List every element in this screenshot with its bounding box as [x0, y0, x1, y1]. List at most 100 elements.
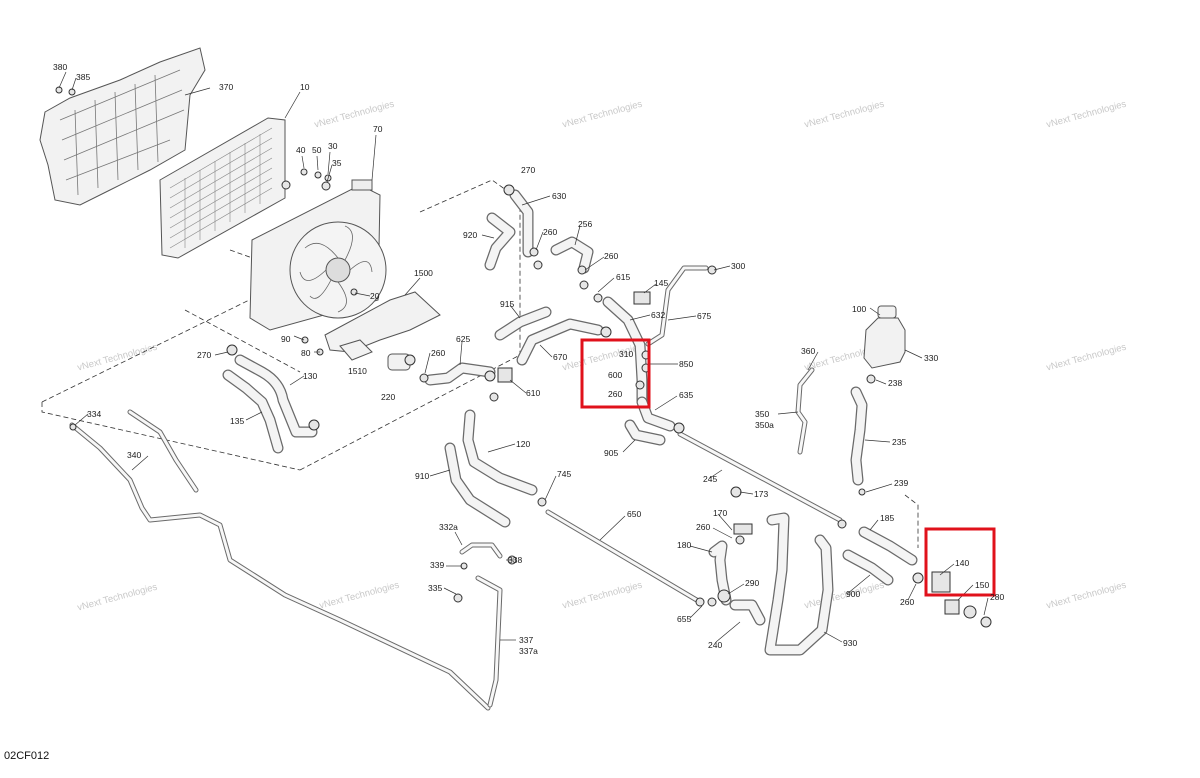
callout-920[interactable]: 920	[463, 230, 477, 240]
assembly-guide-lines	[41, 179, 919, 548]
callout-635[interactable]: 635	[679, 390, 693, 400]
watermark: vNext Technologies	[1045, 99, 1127, 131]
watermark: vNext Technologies	[1045, 580, 1127, 612]
callout-260-e[interactable]: 260	[696, 522, 710, 532]
callout-260-b[interactable]: 260	[604, 251, 618, 261]
callout-350a[interactable]: 350a	[755, 420, 774, 430]
watermark: vNext Technologies	[1045, 342, 1127, 374]
coolant-reservoir-part	[863, 305, 906, 384]
watermark: vNext Technologies	[76, 582, 158, 614]
callout-100[interactable]: 100	[852, 304, 866, 314]
callout-1510[interactable]: 1510	[348, 366, 367, 376]
callout-615[interactable]: 615	[616, 272, 630, 282]
callout-900[interactable]: 900	[846, 589, 860, 599]
callout-915[interactable]: 915	[500, 299, 514, 309]
callout-632[interactable]: 632	[651, 310, 665, 320]
callout-600[interactable]: 600	[608, 370, 622, 380]
callout-40[interactable]: 40	[296, 145, 306, 155]
callout-256[interactable]: 256	[578, 219, 592, 229]
callout-120[interactable]: 120	[516, 439, 530, 449]
callout-145[interactable]: 145	[654, 278, 668, 288]
callout-300[interactable]: 300	[731, 261, 745, 271]
callout-675[interactable]: 675	[697, 311, 711, 321]
callout-290[interactable]: 290	[745, 578, 759, 588]
callout-338[interactable]: 338	[508, 555, 522, 565]
highlight-box-140-150	[924, 527, 996, 597]
diagram-code: 02CF012	[4, 750, 49, 762]
callout-70[interactable]: 70	[373, 124, 383, 134]
callout-625[interactable]: 625	[456, 334, 470, 344]
callout-35[interactable]: 35	[332, 158, 342, 168]
fastener-group	[300, 168, 332, 191]
fan-assembly-part	[249, 179, 387, 331]
callout-260-d[interactable]: 260	[608, 389, 622, 399]
callout-10[interactable]: 10	[300, 82, 310, 92]
callout-280[interactable]: 280	[990, 592, 1004, 602]
callout-260-a[interactable]: 260	[543, 227, 557, 237]
callout-1500[interactable]: 1500	[414, 268, 433, 278]
callout-910[interactable]: 910	[415, 471, 429, 481]
watermark: vNext Technologies	[561, 580, 643, 612]
callout-850[interactable]: 850	[679, 359, 693, 369]
callout-360[interactable]: 360	[801, 346, 815, 356]
callout-150[interactable]: 150	[975, 580, 989, 590]
callout-670[interactable]: 670	[553, 352, 567, 362]
callout-385[interactable]: 385	[76, 72, 90, 82]
thermostat-housing-part	[339, 339, 416, 371]
callout-655[interactable]: 655	[677, 614, 691, 624]
callout-90[interactable]: 90	[281, 334, 291, 344]
watermark: vNext Technologies	[561, 99, 643, 131]
callout-337a[interactable]: 337a	[519, 646, 538, 656]
watermark: vNext Technologies	[803, 99, 885, 131]
callout-370[interactable]: 370	[219, 82, 233, 92]
callout-330[interactable]: 330	[924, 353, 938, 363]
callout-905[interactable]: 905	[604, 448, 618, 458]
callout-170[interactable]: 170	[713, 508, 727, 518]
callout-339[interactable]: 339	[430, 560, 444, 570]
bracket-part	[324, 291, 441, 353]
callout-337[interactable]: 337	[519, 635, 533, 645]
callout-650[interactable]: 650	[627, 509, 641, 519]
callout-245[interactable]: 245	[703, 474, 717, 484]
callout-220[interactable]: 220	[381, 392, 395, 402]
callout-332a[interactable]: 332a	[439, 522, 458, 532]
callout-135[interactable]: 135	[230, 416, 244, 426]
callout-745[interactable]: 745	[557, 469, 571, 479]
callout-350[interactable]: 350	[755, 409, 769, 419]
callout-235[interactable]: 235	[892, 437, 906, 447]
highlight-box-600-260	[580, 338, 651, 409]
callout-30[interactable]: 30	[328, 141, 338, 151]
callout-185[interactable]: 185	[880, 513, 894, 523]
callout-310[interactable]: 310	[619, 349, 633, 359]
watermark: vNext Technologies	[803, 580, 885, 612]
callout-140[interactable]: 140	[955, 558, 969, 568]
radiator-shroud-part	[39, 47, 206, 206]
callout-239[interactable]: 239	[894, 478, 908, 488]
watermark: vNext Technologies	[318, 580, 400, 612]
callout-80[interactable]: 80	[301, 348, 311, 358]
callout-238[interactable]: 238	[888, 378, 902, 388]
callout-240[interactable]: 240	[708, 640, 722, 650]
callout-50[interactable]: 50	[312, 145, 322, 155]
callout-380[interactable]: 380	[53, 62, 67, 72]
callout-260-f[interactable]: 260	[900, 597, 914, 607]
callout-270-left[interactable]: 270	[197, 350, 211, 360]
watermark: vNext Technologies	[313, 99, 395, 131]
callout-180[interactable]: 180	[677, 540, 691, 550]
callout-930[interactable]: 930	[843, 638, 857, 648]
highlight-boxes	[580, 338, 996, 597]
callout-260-c[interactable]: 260	[431, 348, 445, 358]
callout-270-top[interactable]: 270	[521, 165, 535, 175]
callout-610[interactable]: 610	[526, 388, 540, 398]
callout-335[interactable]: 335	[428, 583, 442, 593]
radiator-part	[159, 117, 291, 259]
watermark: vNext Technologies	[76, 342, 158, 374]
callout-130[interactable]: 130	[303, 371, 317, 381]
callout-630[interactable]: 630	[552, 191, 566, 201]
callout-334[interactable]: 334	[87, 409, 101, 419]
callout-173[interactable]: 173	[754, 489, 768, 499]
callout-340[interactable]: 340	[127, 450, 141, 460]
callout-labels: 380 385 370 10 70 40 50 30 35 20 1500 90…	[53, 62, 1004, 656]
callout-20[interactable]: 20	[370, 291, 380, 301]
